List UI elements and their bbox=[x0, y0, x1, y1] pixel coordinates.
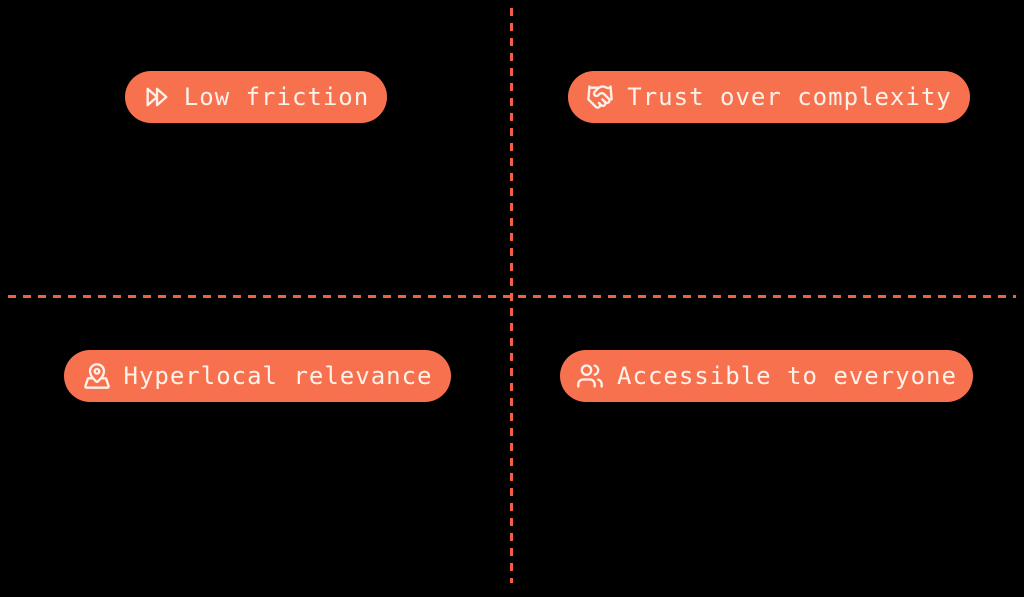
badge-label: Trust over complexity bbox=[627, 83, 952, 111]
badge-label: Accessible to everyone bbox=[617, 362, 957, 390]
badge-label: Low friction bbox=[183, 83, 370, 111]
handshake-icon bbox=[587, 85, 614, 109]
quadrant-divider-vertical bbox=[510, 8, 513, 583]
badge-low-friction[interactable]: Low friction bbox=[125, 71, 387, 123]
badge-label: Hyperlocal relevance bbox=[123, 362, 433, 390]
badge-hyperlocal-relevance[interactable]: Hyperlocal relevance bbox=[64, 350, 451, 402]
badge-trust-over-complexity[interactable]: Trust over complexity bbox=[568, 71, 970, 123]
fast-forward-icon bbox=[146, 87, 168, 107]
users-icon bbox=[577, 364, 603, 388]
map-pin-icon bbox=[83, 363, 110, 389]
badge-accessible-to-everyone[interactable]: Accessible to everyone bbox=[560, 350, 973, 402]
